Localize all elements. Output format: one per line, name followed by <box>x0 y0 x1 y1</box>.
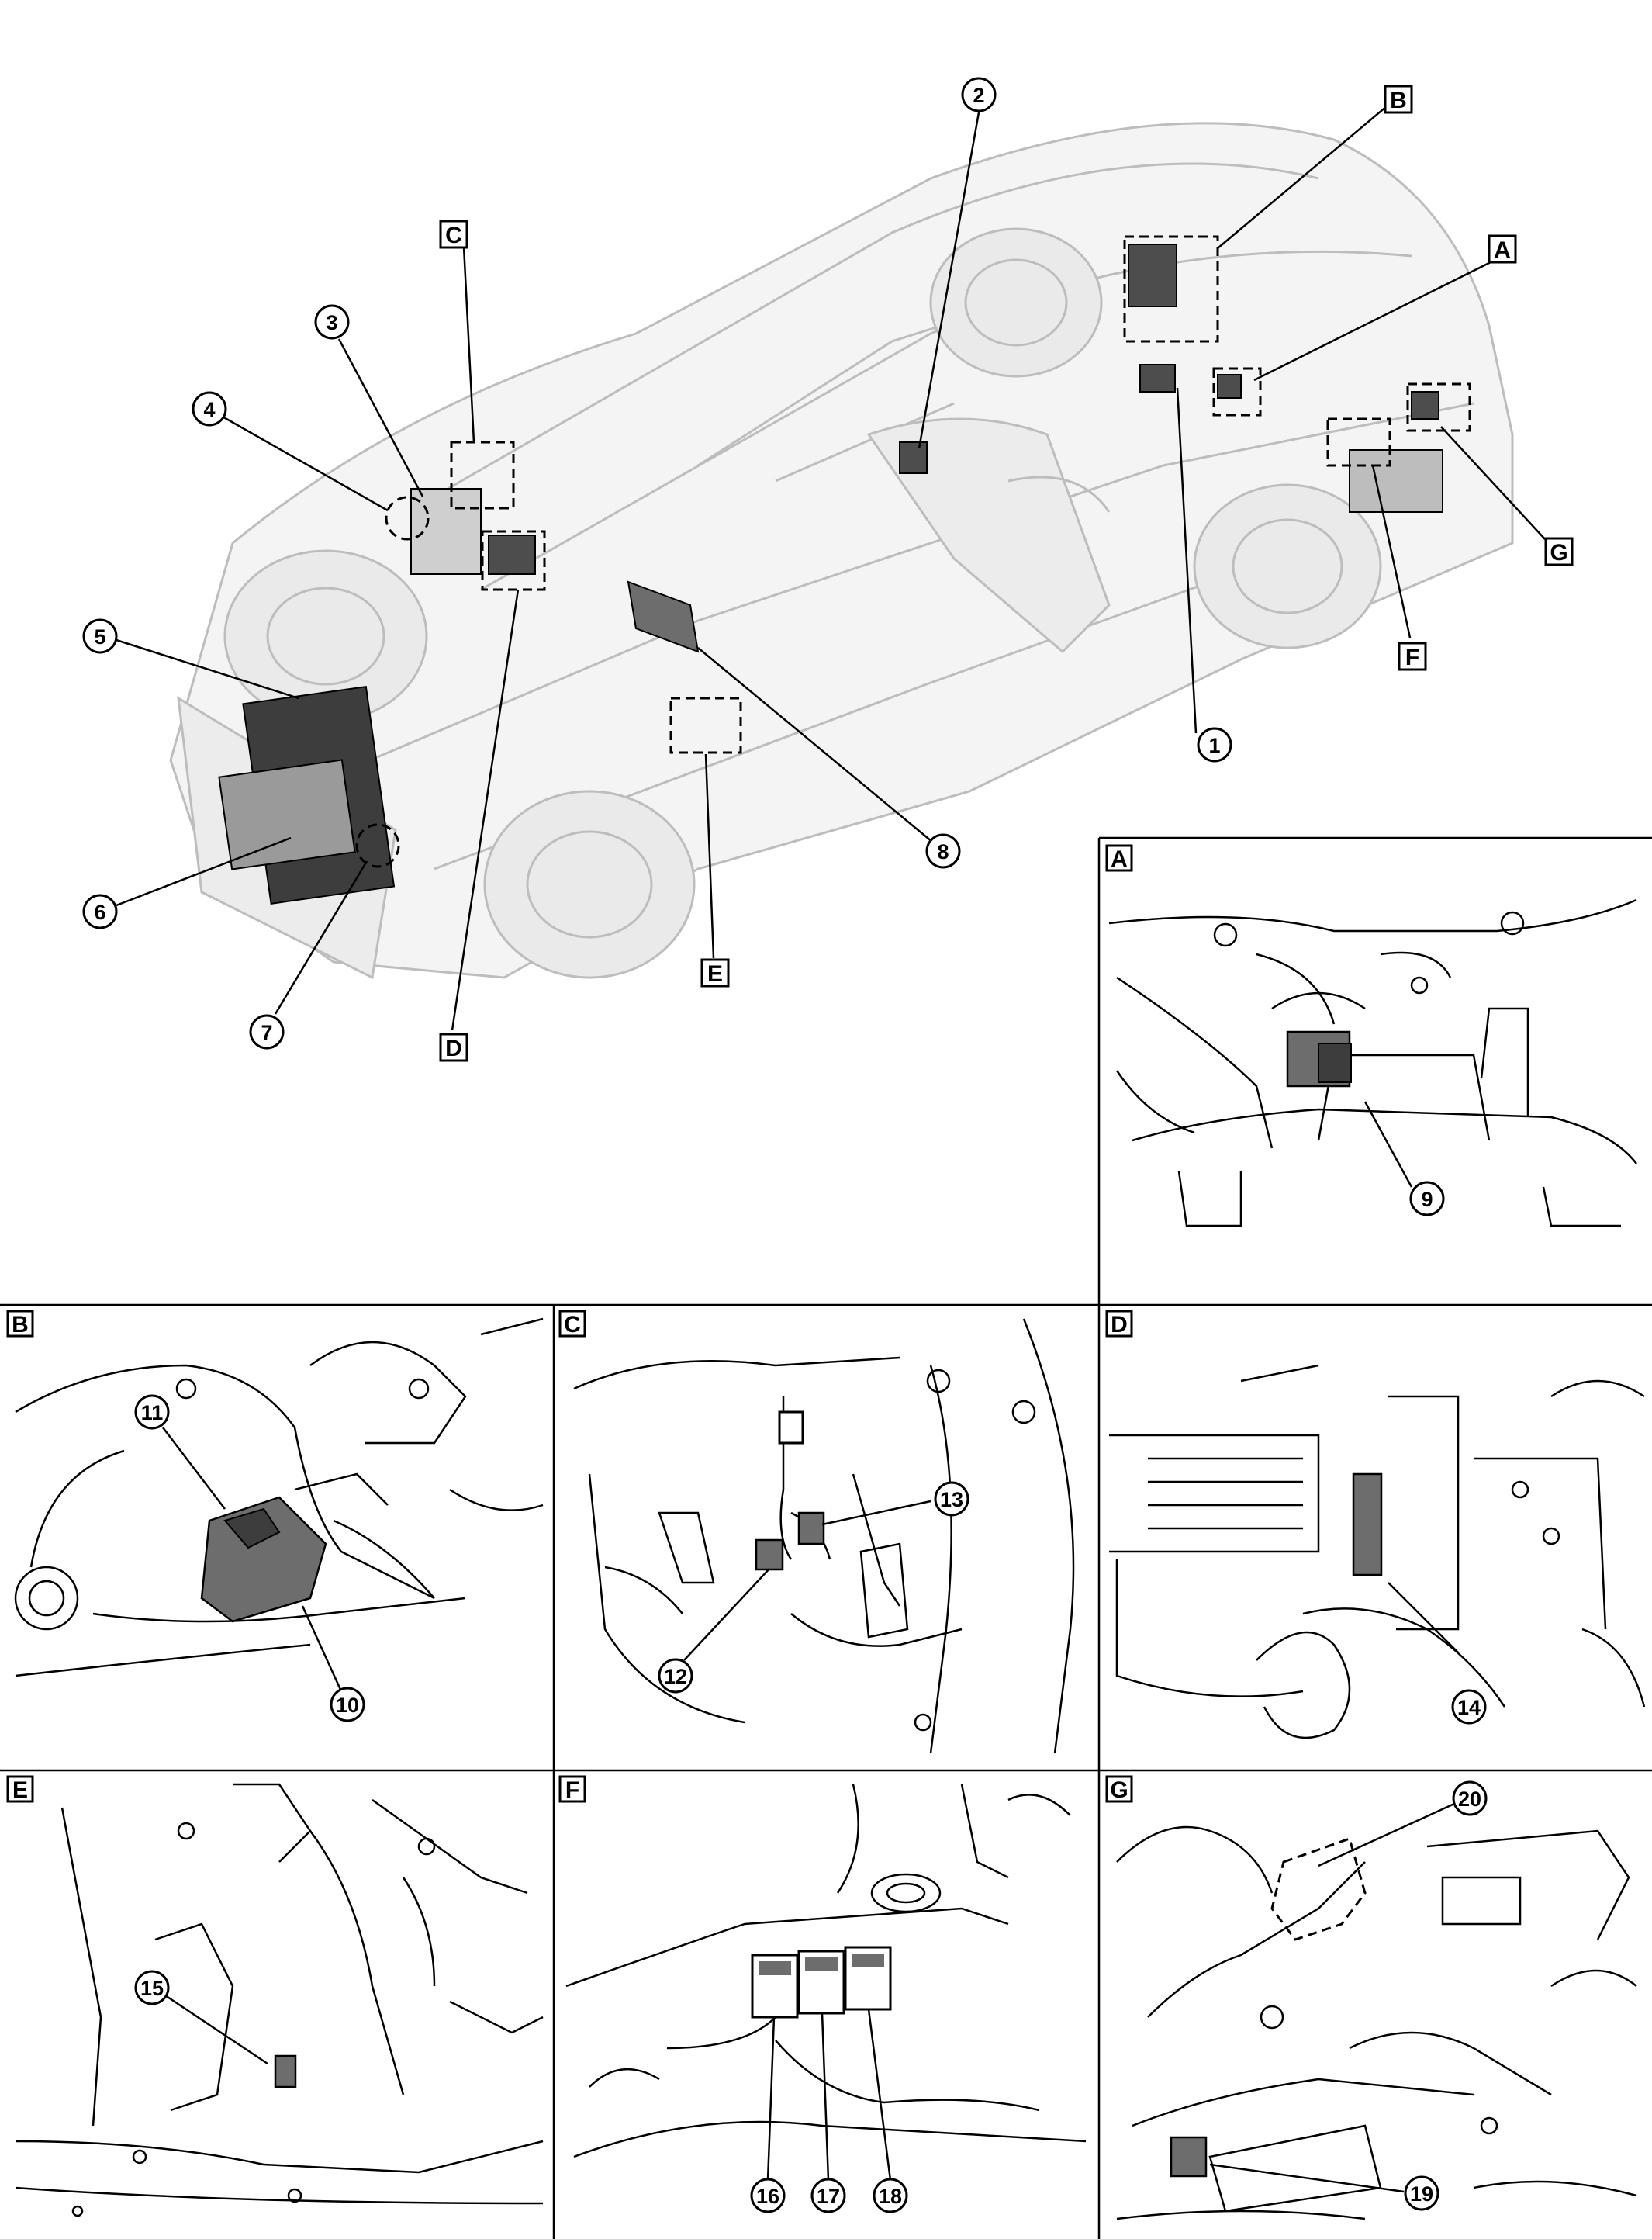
callout-3-text: 3 <box>326 311 337 334</box>
overview-view-letter-g: G <box>1544 537 1574 566</box>
panel-b-callout-10: 10 <box>330 1687 365 1722</box>
overview-view-letter-d: D <box>439 1033 468 1062</box>
dashed-box-d <box>481 530 546 591</box>
panel-e-label: E <box>12 1777 28 1803</box>
callout-12-text: 12 <box>664 1665 687 1688</box>
overview-view-letter-b: B <box>1384 85 1413 114</box>
dashed-box-g <box>1406 382 1471 432</box>
callout-17-text: 17 <box>817 2185 840 2208</box>
callout-2-text: 2 <box>973 84 984 107</box>
view-letter-a: A <box>1494 237 1511 263</box>
callout-16-text: 16 <box>756 2185 779 2208</box>
overview-callout-8: 8 <box>925 833 961 869</box>
dashed-circle-4 <box>385 496 430 541</box>
dashed-box-a <box>1212 367 1262 417</box>
panel-e-callout-15: 15 <box>134 1970 170 2005</box>
view-letter-b: B <box>1390 88 1407 113</box>
panel-d-callout-14: 14 <box>1451 1689 1487 1725</box>
callout-14-text: 14 <box>1457 1696 1481 1719</box>
callout-10-text: 10 <box>336 1694 359 1717</box>
callout-13-text: 13 <box>940 1488 963 1511</box>
view-letter-f: F <box>1405 645 1419 670</box>
panel-c: C 13 12 <box>558 1310 1075 1754</box>
panel-a: A 9 <box>1105 844 1637 1227</box>
dashed-circle-7 <box>355 823 400 868</box>
panel-g: G 20 19 <box>1105 1775 1637 2220</box>
overview-callout-3: 3 <box>314 304 350 340</box>
panel-g-callout-19: 19 <box>1404 2175 1439 2211</box>
callout-5-text: 5 <box>94 625 105 649</box>
callout-8-text: 8 <box>937 840 949 863</box>
callout-6-text: 6 <box>94 901 105 924</box>
panel-a-label: A <box>1111 846 1128 872</box>
callout-19-text: 19 <box>1410 2182 1433 2206</box>
view-letter-g: G <box>1550 540 1567 566</box>
panel-d-label: D <box>1111 1312 1128 1338</box>
panel-c-callout-12: 12 <box>658 1658 693 1694</box>
overview-callout-1: 1 <box>1197 727 1232 763</box>
callout-11-text: 11 <box>141 1401 164 1424</box>
callout-1-text: 1 <box>1208 734 1220 757</box>
panel-f-callout-16: 16 <box>750 2178 786 2213</box>
overview-callout-2: 2 <box>961 77 997 112</box>
callout-15-text: 15 <box>140 1977 164 2000</box>
panel-a-callout-9: 9 <box>1409 1181 1445 1216</box>
panel-c-callout-13: 13 <box>934 1481 969 1517</box>
callout-20-text: 20 <box>1458 1787 1481 1811</box>
overview-view-letter-f: F <box>1398 642 1427 671</box>
overview-view-letter-c: C <box>439 220 468 249</box>
overview-leader-lines <box>116 106 1546 1031</box>
overview-callout-7: 7 <box>249 1014 285 1050</box>
dashed-box-f <box>1326 417 1391 467</box>
dashed-box-e <box>669 697 742 754</box>
panel-f: F 16 17 18 <box>558 1775 1087 2213</box>
panel-c-label: C <box>564 1312 581 1338</box>
overview-callout-6: 6 <box>82 894 118 929</box>
overview-view-letter-a: A <box>1488 234 1517 264</box>
overview-dashed-boxes <box>355 235 1471 868</box>
callout-4-text: 4 <box>203 398 215 421</box>
panel-f-label: F <box>565 1777 579 1803</box>
dashed-box-b <box>1123 235 1219 343</box>
view-letter-e: E <box>707 961 723 987</box>
panel-b-label: B <box>12 1312 29 1338</box>
dashed-box-c <box>450 441 515 510</box>
view-letter-c: C <box>445 223 462 248</box>
callout-9-text: 9 <box>1421 1188 1433 1211</box>
panel-d: D 14 <box>1105 1310 1646 1739</box>
panel-e: E 15 <box>6 1775 544 2217</box>
panel-g-callout-20: 20 <box>1452 1780 1488 1816</box>
panel-g-label: G <box>1110 1777 1128 1803</box>
panel-b: B 11 10 <box>6 1310 544 1722</box>
overview-callout-4: 4 <box>192 391 227 427</box>
overview-view-letter-e: E <box>700 958 730 988</box>
panel-f-callout-18: 18 <box>873 2178 908 2213</box>
callout-18-text: 18 <box>879 2185 902 2208</box>
callout-7-text: 7 <box>261 1021 272 1044</box>
view-letter-d: D <box>445 1036 462 1061</box>
overview-callout-5: 5 <box>82 618 118 654</box>
panel-f-callout-17: 17 <box>810 2178 846 2213</box>
panel-borders <box>0 836 1652 2239</box>
component-b-relays <box>1128 244 1177 307</box>
panel-b-callout-11: 11 <box>134 1394 170 1430</box>
